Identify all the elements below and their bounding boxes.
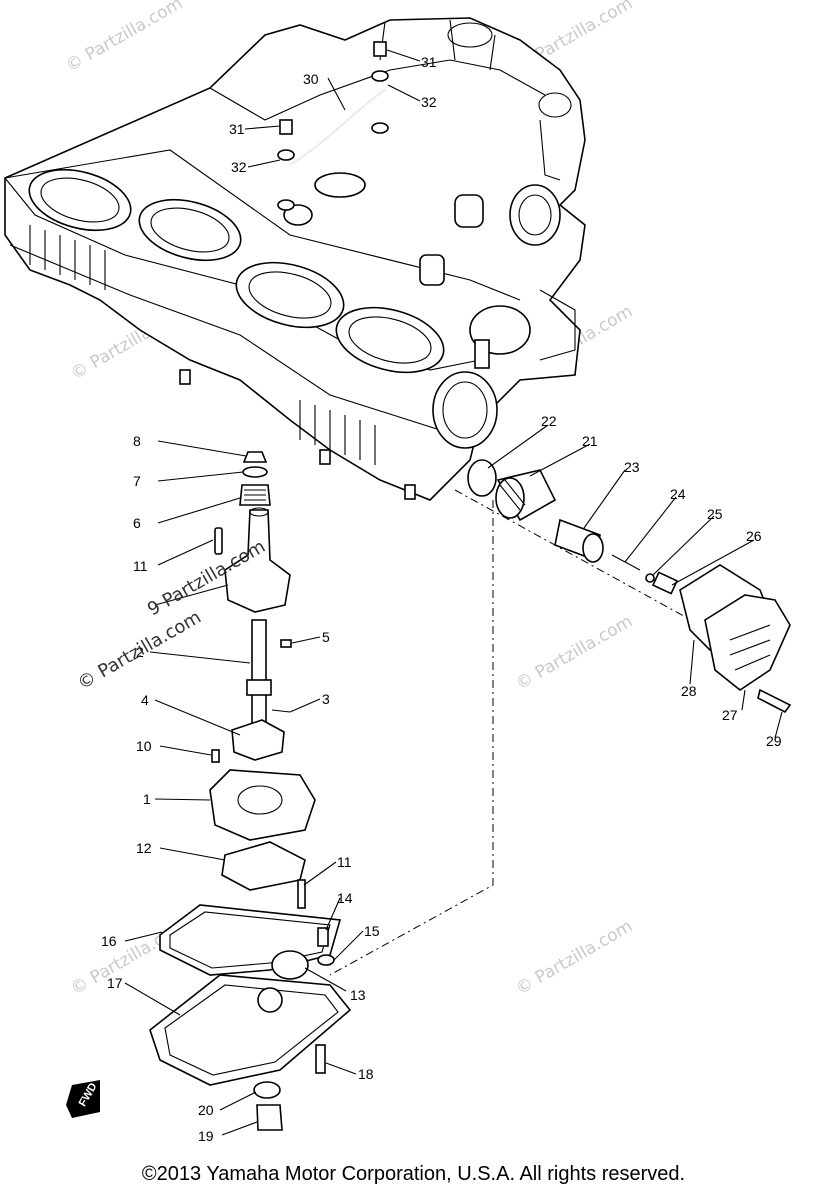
ball-25: [645, 573, 655, 583]
pin-5: [280, 639, 292, 648]
bolt-18: [315, 1044, 326, 1074]
leader-lines: [124, 49, 783, 1136]
part-label-11: 11: [133, 558, 148, 574]
part-label-5: 5: [322, 629, 330, 645]
forward-arrow-icon: [72, 1080, 100, 1118]
part-label-4: 4: [141, 692, 149, 708]
part-label-20: 20: [198, 1102, 214, 1118]
gasket-12: [221, 841, 306, 891]
part-label-31: 31: [421, 54, 437, 70]
bolt-11b: [297, 879, 306, 909]
copyright-notice: ©2013 Yamaha Motor Corporation, U.S.A. A…: [141, 1163, 686, 1185]
oil-pump-assembly: FWD: [66, 451, 352, 1131]
watermark: © Partzilla.com: [513, 916, 637, 999]
circlip-22: [467, 459, 497, 497]
part-label-17: 17: [107, 975, 123, 991]
part-label-24: 24: [670, 486, 686, 502]
bolt-11: [214, 527, 223, 555]
part-label-21: 21: [582, 433, 598, 449]
washer-7: [242, 466, 268, 478]
bolt-14: [317, 927, 329, 947]
part-label-18: 18: [358, 1066, 374, 1082]
watermark: © Partzilla.com: [63, 0, 187, 76]
part-label-8: 8: [133, 433, 141, 449]
part-label-1: 1: [143, 791, 151, 807]
part-label-19: 19: [198, 1128, 214, 1144]
crankcase: [4, 17, 586, 501]
side-watermark: © Partzilla.com: [74, 607, 205, 695]
assembly-guide-lines: [329, 489, 701, 976]
pump-body-1: [209, 769, 316, 841]
part-label-14: 14: [337, 890, 353, 906]
part-labels: 8 7 6 11 2 5 3 4 10 1 12 11 16 14 15 13 …: [101, 54, 782, 1144]
part-label-7: 7: [133, 473, 141, 489]
part-label-31b: 31: [229, 121, 245, 137]
part-label-25: 25: [707, 506, 723, 522]
strainer-assembly: [467, 459, 792, 714]
strainer-13: [271, 950, 309, 980]
part-label-13: 13: [350, 987, 366, 1003]
spring-24: [611, 554, 641, 571]
part-label-12: 12: [136, 840, 152, 856]
part-label-2: 2: [136, 644, 144, 660]
housing-9: [224, 509, 291, 613]
pin-3: [271, 709, 291, 713]
watermark: © Partzilla.com: [513, 611, 637, 694]
pin-10: [211, 749, 220, 763]
part-label-22: 22: [541, 413, 557, 429]
part-label-26: 26: [746, 528, 762, 544]
part-label-29: 29: [766, 733, 782, 749]
part-label-32b: 32: [231, 159, 247, 175]
part-label-28: 28: [681, 683, 697, 699]
part-label-16: 16: [101, 933, 117, 949]
part-label-23: 23: [624, 459, 640, 475]
plug-19: [256, 1104, 283, 1131]
rotor-4: [231, 719, 285, 761]
part-label-30: 30: [303, 71, 319, 87]
nut-8: [242, 451, 268, 463]
part-label-10: 10: [136, 738, 152, 754]
shaft-2: [251, 619, 267, 726]
part-label-27: 27: [722, 707, 738, 723]
bolt-29: [757, 688, 792, 714]
washer-20: [253, 1081, 281, 1099]
cover-27: [704, 594, 791, 691]
part-label-6: 6: [133, 515, 141, 531]
part-label-11b: 11: [337, 854, 352, 870]
part-label-32: 32: [421, 94, 437, 110]
washer-15: [317, 954, 335, 966]
part-label-15: 15: [364, 923, 380, 939]
part-label-3: 3: [322, 691, 330, 707]
plug-26: [651, 571, 679, 595]
